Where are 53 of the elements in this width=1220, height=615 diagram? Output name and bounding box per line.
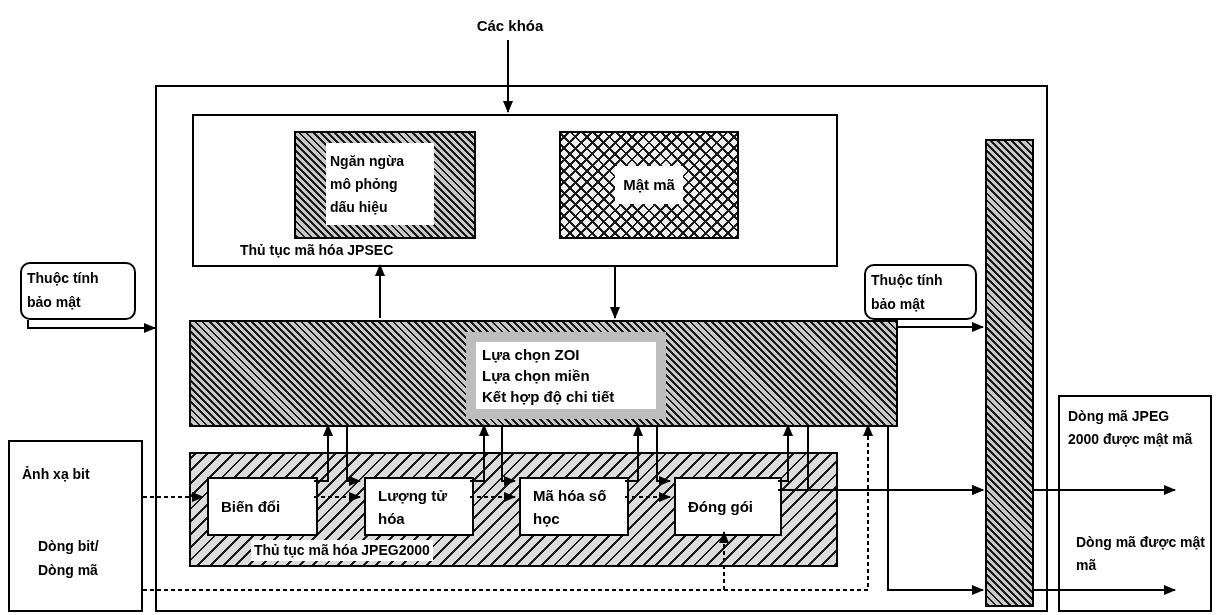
arrow xyxy=(624,424,643,482)
arrow xyxy=(503,39,513,113)
box-label: Mật mã xyxy=(615,165,683,205)
box-label: Thuộc tính bảo mật xyxy=(27,269,100,312)
crosshatched-box xyxy=(559,131,739,239)
box-label: Thuộc tính bảo mật xyxy=(871,271,944,314)
output-box xyxy=(1058,395,1212,612)
frame-box xyxy=(155,85,1048,612)
box-label: Biến đổi xyxy=(221,497,281,517)
arrow xyxy=(501,424,516,486)
rounded-label-box xyxy=(864,264,977,320)
arrow xyxy=(313,424,333,482)
hatched-box xyxy=(294,131,476,239)
arrow xyxy=(777,485,984,495)
arrow xyxy=(27,319,156,333)
arrow xyxy=(469,424,489,482)
rounded-label-box xyxy=(20,262,136,320)
process-box xyxy=(207,477,318,536)
process-box xyxy=(674,477,782,536)
arrow xyxy=(1031,585,1176,595)
arrow xyxy=(375,264,385,319)
arrow xyxy=(1031,485,1176,495)
box-label: Mã hóa số học xyxy=(533,485,608,529)
arrow xyxy=(656,424,671,486)
output-label: Dòng mã JPEG 2000 được mật mã xyxy=(1068,407,1194,449)
dashed-arrow xyxy=(313,492,361,502)
list-item: Lựa chọn miền xyxy=(482,366,591,386)
dashed-arrow xyxy=(469,492,516,502)
output-label: Dòng mã được mật mã xyxy=(1076,533,1206,575)
dashed-arrow xyxy=(624,492,671,502)
arrow xyxy=(346,424,361,486)
dashed-arrow xyxy=(142,492,204,502)
box-label: Thủ tục mã hóa JPSEC xyxy=(240,241,394,260)
box-label: Thủ tục mã hóa JPEG2000 xyxy=(251,540,433,561)
input-label: Dòng bit/ Dòng mã xyxy=(38,537,100,580)
arrow xyxy=(895,322,984,332)
arrow xyxy=(887,424,984,595)
box-label: Đóng gói xyxy=(688,497,753,517)
arrow xyxy=(610,264,620,319)
module-box xyxy=(192,114,838,267)
list-item: Lựa chọn ZOI xyxy=(482,345,581,365)
list-item: Kết hợp độ chi tiết xyxy=(482,387,616,407)
box-label: Ngăn ngừa mô phỏng dấu hiệu xyxy=(330,151,405,217)
arrow xyxy=(777,424,793,482)
process-box xyxy=(519,477,629,536)
hatched-box xyxy=(189,320,898,427)
hatched-box xyxy=(189,452,838,567)
hatched-bar xyxy=(985,139,1034,607)
input-box xyxy=(8,440,143,612)
node-label: Các khóa xyxy=(476,15,544,36)
box-label: Lượng tử hóa xyxy=(378,485,449,529)
input-label: Ảnh xạ bit xyxy=(22,465,90,484)
process-box xyxy=(364,477,474,536)
